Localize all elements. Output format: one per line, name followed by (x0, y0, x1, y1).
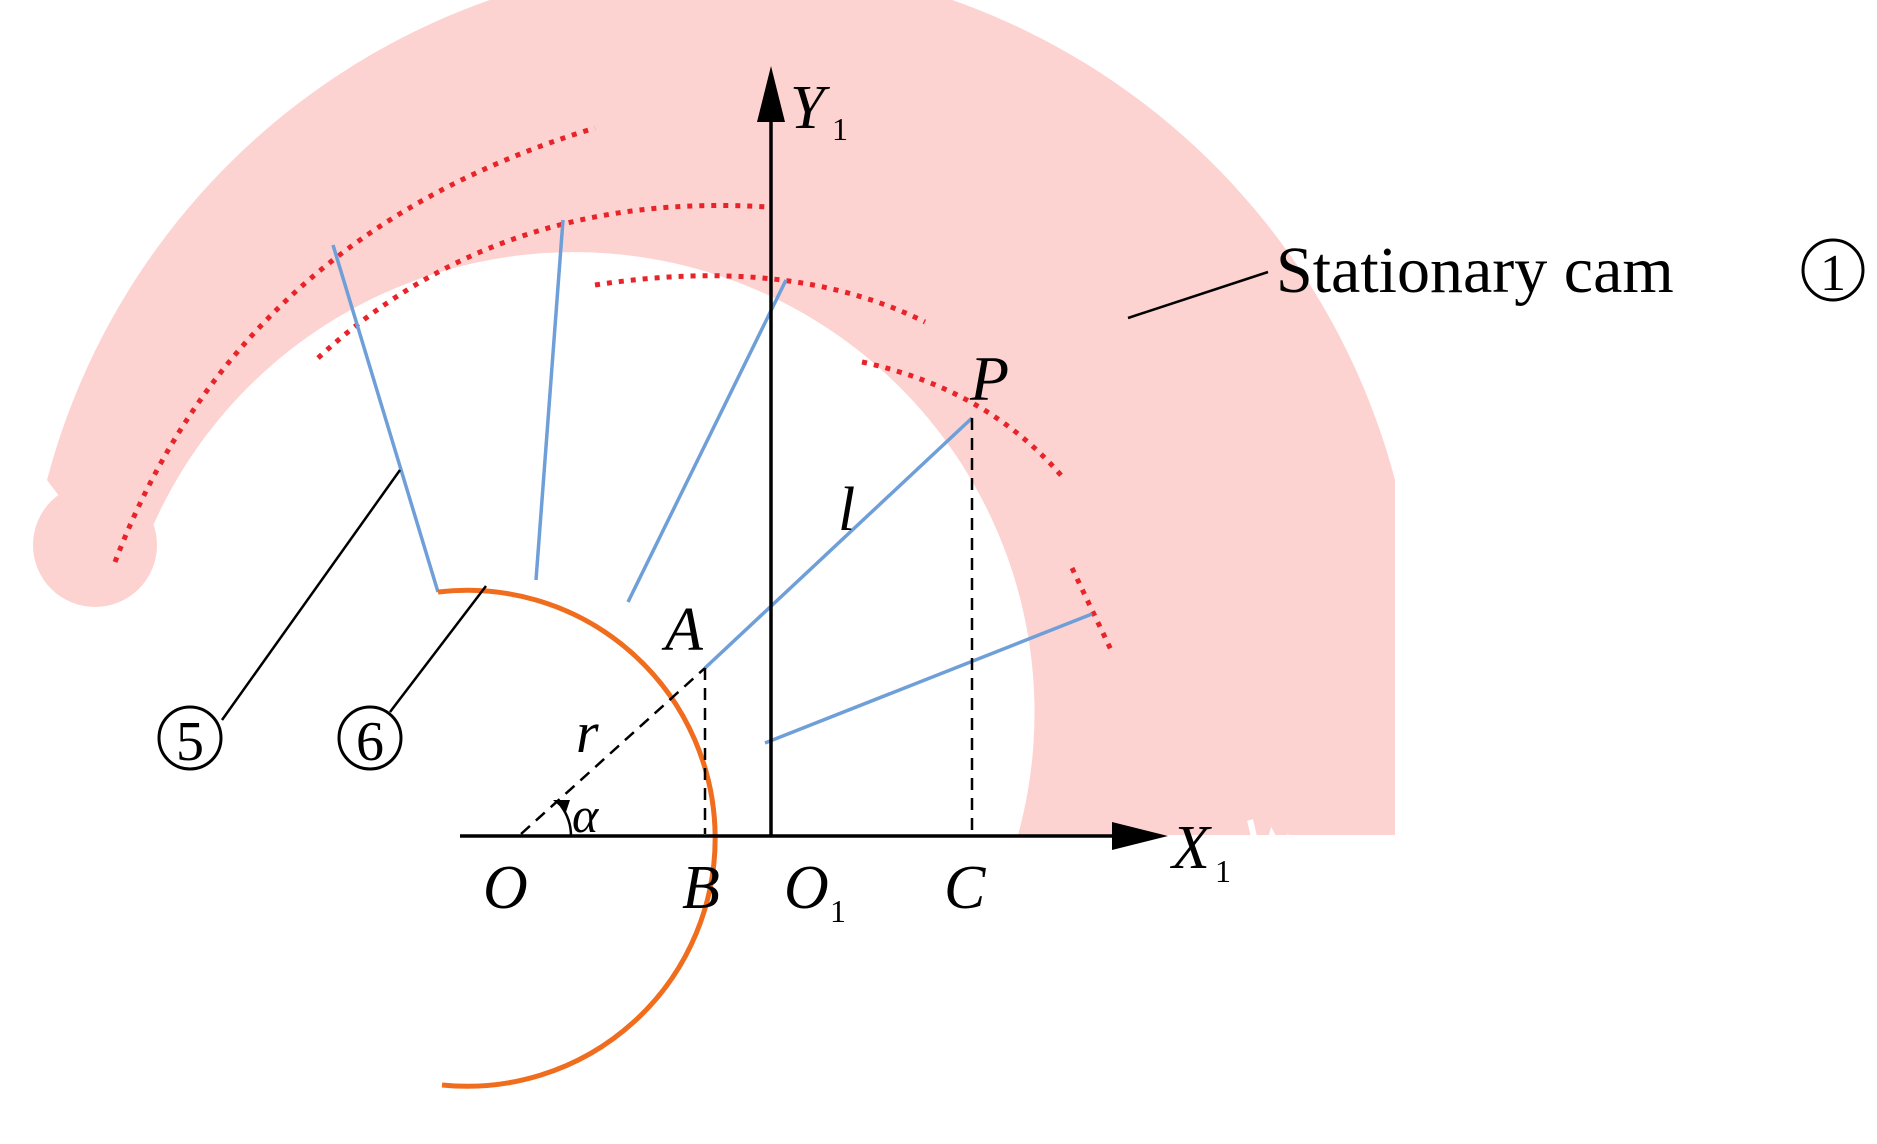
cam-break-notch (1247, 819, 1293, 882)
stationary-cam-endcap (33, 483, 157, 607)
angle-alpha-label: α (572, 787, 600, 843)
dotted-track-outer-left (112, 125, 596, 563)
y-axis-arrow (757, 66, 785, 122)
rod-5 (764, 612, 1093, 745)
stationary-cam-band (47, 0, 1395, 835)
y-axis-subscript: 1 (832, 111, 848, 147)
dotted-track-inner-center (594, 273, 927, 325)
radius-line-oa (520, 667, 706, 835)
part-6-badge: 6 (337, 705, 403, 773)
rod-p (703, 416, 974, 670)
angle-alpha-arrowhead (553, 800, 570, 812)
part-6-number: 6 (356, 711, 384, 773)
cam-number: 1 (1820, 245, 1846, 302)
cam-number-badge: 1 (1801, 238, 1865, 302)
dotted-track-inner-right (861, 359, 1067, 482)
part-5-badge: 5 (157, 705, 223, 773)
rod-length-label: l (838, 476, 855, 544)
point-o-label: O (483, 854, 528, 922)
cam-label: Stationary cam (1276, 234, 1674, 307)
point-c-label: C (944, 854, 986, 922)
point-a-label: A (661, 596, 704, 664)
y-axis-label: Y (790, 74, 830, 142)
dotted-track-short-right (1069, 566, 1115, 654)
rod-3 (626, 279, 788, 603)
x-axis-arrow (1112, 822, 1168, 850)
point-o1-label: O (784, 854, 829, 922)
x-axis-subscript: 1 (1215, 853, 1231, 889)
radius-label: r (576, 700, 599, 765)
part-5-number: 5 (176, 711, 204, 773)
leader-line-6 (389, 585, 487, 713)
leader-line-5 (220, 469, 402, 721)
point-b-label: B (682, 854, 720, 922)
rod-1 (331, 244, 440, 593)
point-p-label: P (969, 343, 1009, 414)
point-o1-subscript: 1 (830, 893, 846, 929)
x-axis-label: X (1169, 814, 1212, 882)
leader-line-cam (1127, 270, 1269, 320)
rod-2 (534, 219, 565, 581)
